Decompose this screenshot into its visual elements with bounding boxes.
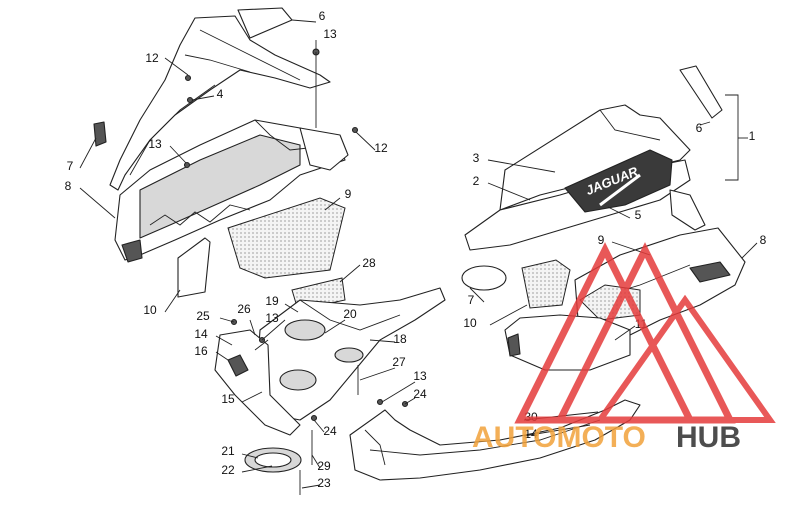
watermark-logo-triangles [514, 242, 776, 424]
callout-c8b: 8 [760, 233, 767, 247]
callout-c6a: 6 [319, 9, 326, 23]
callout-c3: 3 [473, 151, 480, 165]
callout-c4: 4 [217, 87, 224, 101]
mesh-pad-left [227, 197, 346, 279]
callout-c12b: 12 [374, 141, 388, 155]
mesh-block-right [521, 259, 571, 309]
callout-c9b: 9 [598, 233, 605, 247]
callout-c29: 29 [317, 459, 331, 473]
lower-panel-right-slot [507, 333, 521, 357]
callout-c24a: 24 [413, 387, 427, 401]
callout-c23: 23 [317, 476, 331, 490]
callout-c6b: 6 [696, 121, 703, 135]
callout-c27: 27 [392, 355, 406, 369]
callout-c21: 21 [221, 444, 235, 458]
callout-c20: 20 [343, 307, 357, 321]
callout-c14b: 14 [524, 427, 538, 441]
callout-c5: 5 [635, 208, 642, 222]
upper-cowl-left [109, 15, 331, 191]
callout-c13c: 13 [265, 311, 279, 325]
grill-insert-right [679, 65, 723, 119]
callout-c7b: 7 [468, 293, 475, 307]
watermark: AUTOMOTO HUB [472, 242, 776, 454]
hood-top [499, 104, 691, 211]
inner-bracket-slot [227, 354, 249, 377]
callout-c15: 15 [221, 392, 235, 406]
bracket-rear-left [299, 127, 349, 171]
bracket-left [93, 121, 107, 147]
duct-opening-1 [284, 319, 326, 341]
callout-c24b: 24 [323, 424, 337, 438]
callout-c19: 19 [265, 294, 279, 308]
callout-c12a: 12 [145, 51, 159, 65]
hood-decal [564, 149, 673, 213]
grill-mesh-right [461, 265, 507, 291]
callout-c25: 25 [196, 309, 210, 323]
callout-c16: 16 [194, 344, 208, 358]
callout-c28: 28 [362, 256, 376, 270]
callout-c13b: 13 [148, 137, 162, 151]
callout-c13d: 13 [413, 369, 427, 383]
callout-c9a: 9 [345, 187, 352, 201]
callout-c10b: 10 [463, 316, 477, 330]
lower-panel-right [504, 314, 631, 371]
callout-c13a: 13 [323, 27, 337, 41]
callout-c14a: 14 [194, 327, 208, 341]
side-panel-right-front [669, 189, 706, 231]
block-left [177, 237, 211, 298]
watermark-text-automoto: AUTOMOTO [472, 421, 646, 454]
vent-right [689, 261, 731, 283]
callout-c1: 1 [749, 129, 756, 143]
callout-c10a: 10 [143, 303, 157, 317]
callout-c26: 26 [237, 302, 251, 316]
side-panel-left-inner [139, 134, 301, 239]
duct-opening-3 [334, 347, 364, 363]
leader-lines [79, 19, 758, 489]
callout-c18: 18 [393, 332, 407, 346]
callout-c2: 2 [473, 174, 480, 188]
duct-opening-2 [279, 369, 317, 391]
vent-left [121, 239, 143, 263]
watermark-text-hub: HUB [676, 421, 741, 454]
callout-c8a: 8 [65, 179, 72, 193]
nose-pan [349, 399, 641, 481]
callout-c7a: 7 [67, 159, 74, 173]
callout-c22: 22 [221, 463, 235, 477]
